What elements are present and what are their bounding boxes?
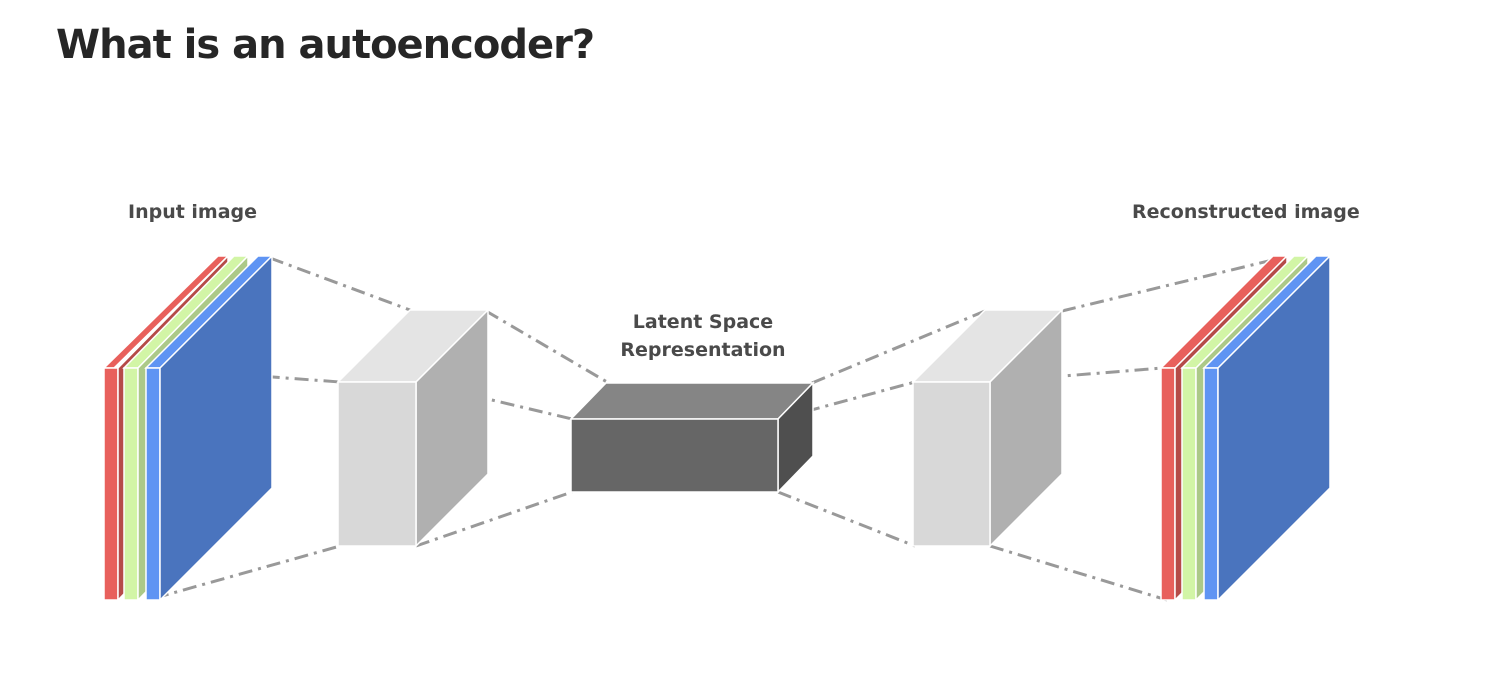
- input-image-label: Input image: [128, 201, 258, 223]
- input-channel-blue-side: [159, 254, 273, 602]
- connector-line-output-bottom: [989, 544, 1168, 602]
- output-channel-green-front: [1181, 367, 1197, 601]
- input-image-stack: [102, 254, 274, 602]
- connector-line-enc-top: [485, 309, 608, 384]
- latent-space-label-line1: Latent Space: [632, 311, 774, 333]
- reconstructed-image-label: Reconstructed image: [1132, 201, 1360, 223]
- output-channel-blue-front: [1203, 367, 1219, 601]
- output-channel-blue: [1202, 254, 1332, 602]
- connector-line-input-bottom: [154, 544, 341, 600]
- connector-line-input-top: [269, 256, 411, 312]
- output-image-stack: [1159, 254, 1332, 602]
- latent-block-top: [569, 382, 815, 420]
- decoder-hidden-layer: [911, 308, 1064, 548]
- decoder-layer-front: [912, 381, 991, 547]
- connector-line-dec-bottom: [777, 490, 916, 548]
- output-channel-red-front: [1160, 367, 1176, 601]
- connector-line-dec-top: [811, 309, 986, 385]
- input-channel-blue-front: [145, 367, 161, 601]
- connector-line-enc-bottom: [415, 490, 573, 548]
- output-channel-blue-side: [1217, 254, 1331, 602]
- input-channel-blue: [144, 254, 274, 602]
- connector-lines: [149, 255, 1286, 602]
- encoder-hidden-layer: [336, 308, 490, 548]
- latent-space-label-line2: Representation: [620, 339, 786, 361]
- input-channel-red-front: [103, 367, 119, 601]
- connector-line-dec-mid: [777, 380, 916, 421]
- input-channel-green-front: [123, 367, 139, 601]
- slide-title: What is an autoencoder?: [56, 22, 595, 68]
- encoder-layer-front: [337, 381, 417, 547]
- connector-line-output-top: [1061, 255, 1286, 313]
- latent-space-block: [569, 381, 815, 494]
- connector-line-enc-mid: [415, 380, 573, 421]
- latent-space-label: Latent Space Representation: [590, 308, 816, 364]
- latent-block-front: [570, 418, 779, 493]
